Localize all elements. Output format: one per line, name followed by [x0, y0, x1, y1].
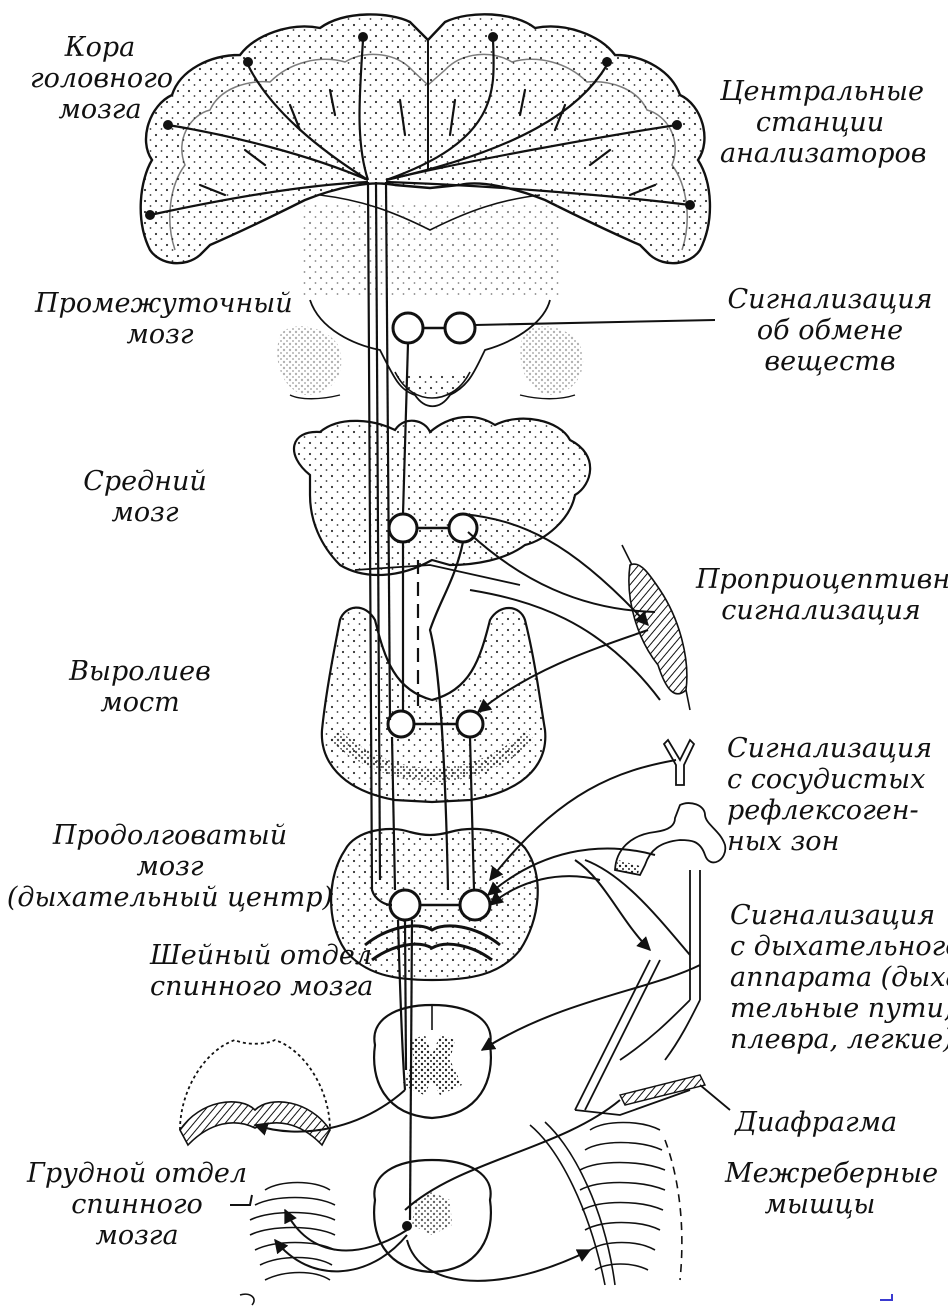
- ribcage-right: [530, 1122, 682, 1285]
- label-intercostal: Межреберные мышцы: [725, 1158, 915, 1220]
- label-central-stations: Центральные станции анализаторов: [720, 76, 920, 169]
- label-metabolism-signal: Сигнализация об обмене веществ: [720, 284, 940, 377]
- label-cervical: Шейный отдел спинного мозга: [150, 940, 365, 1002]
- label-cortex: Кора головного мозга: [30, 32, 170, 125]
- thoracic-cord: [374, 1160, 491, 1272]
- ribcage-left: [250, 1183, 335, 1281]
- midbrain: [294, 417, 590, 585]
- label-proprioceptive: Проприоцептивная сигнализация: [696, 564, 946, 626]
- corner-mark: [880, 1294, 892, 1300]
- label-diaphragm: Диафрагма: [735, 1107, 935, 1138]
- label-midbrain: Средний мозг: [70, 466, 220, 528]
- label-thoracic: Грудной отдел спинного мозга: [22, 1158, 252, 1251]
- basal-region: [300, 195, 560, 295]
- muscle-spindle: [622, 545, 690, 710]
- label-vascular-signal: Сигнализация с сосудистых рефлексоген- н…: [727, 733, 942, 857]
- bottom-hook: [240, 1294, 254, 1305]
- label-respiratory-signal: Сигнализация с дыхательного аппарата (ды…: [730, 900, 945, 1055]
- label-medulla: Продолговатый мозг (дыхательный центр): [5, 820, 335, 913]
- airways: [575, 870, 700, 1115]
- pons: [322, 608, 545, 802]
- label-pons: Выролиев мост: [60, 656, 220, 718]
- label-diencephalon: Промежуточный мозг: [35, 288, 285, 350]
- diencephalon: [277, 300, 715, 406]
